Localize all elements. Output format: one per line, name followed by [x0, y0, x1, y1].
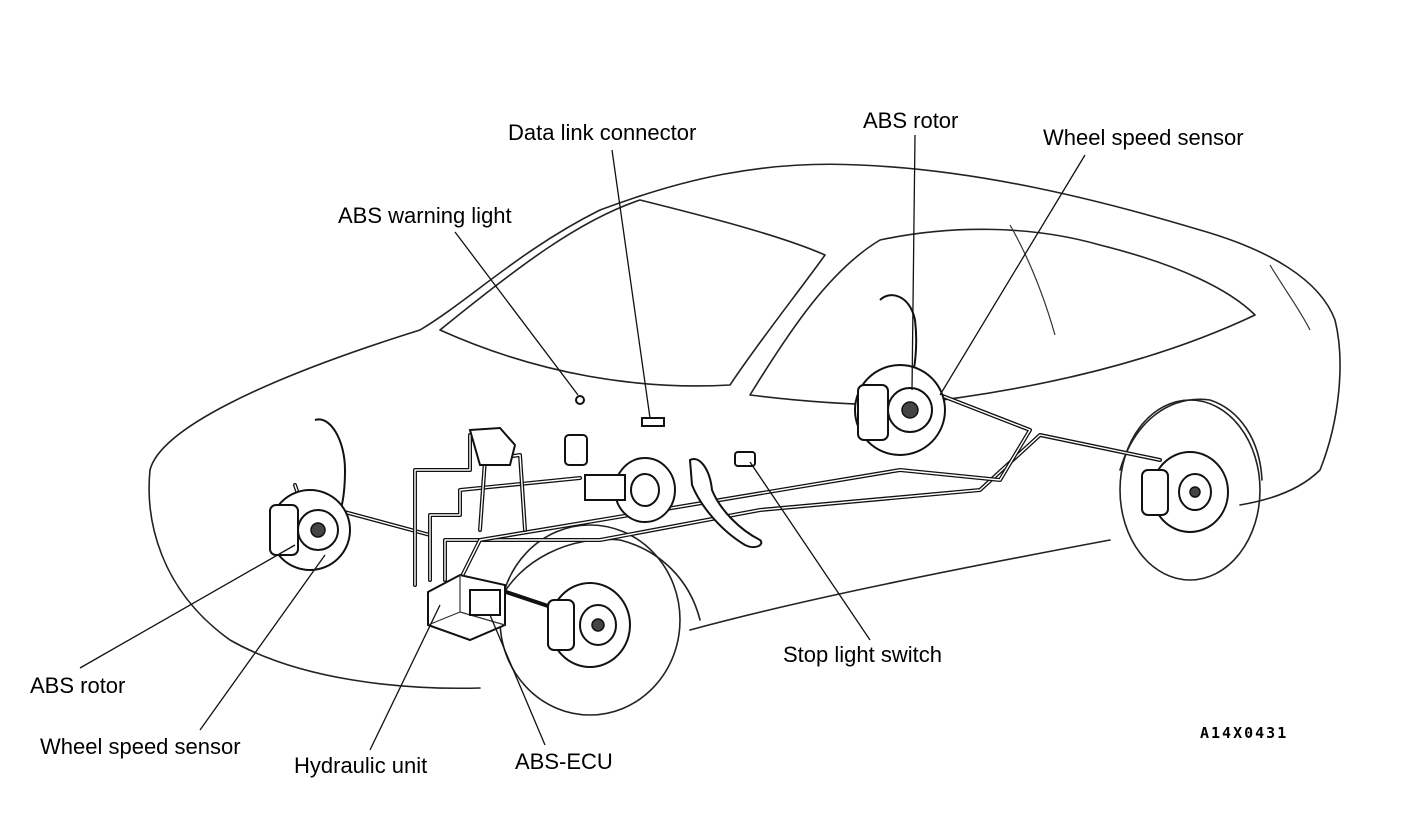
- rear-right-brake-assembly: [854, 294, 946, 456]
- label-data-link-connector: Data link connector: [508, 120, 697, 145]
- label-stop-light-switch: Stop light switch: [783, 642, 942, 667]
- brake-pedal: [688, 458, 763, 549]
- label-wheel-speed-sensor-front: Wheel speed sensor: [40, 734, 241, 759]
- leader-lines: [79, 134, 1086, 751]
- label-abs-ecu: ABS-ECU: [515, 749, 613, 774]
- car-body: [148, 163, 1341, 716]
- label-abs-rotor-rear: ABS rotor: [863, 108, 959, 133]
- label-abs-rotor-front: ABS rotor: [30, 673, 126, 698]
- brake-lines: [293, 393, 1162, 612]
- front-left-brake-assembly: [269, 418, 351, 571]
- label-abs-warning-light: ABS warning light: [338, 203, 512, 228]
- front-right-brake-disc: [547, 582, 631, 668]
- figure-code: A14X0431: [1200, 724, 1289, 742]
- hydraulic-unit-and-ecu: [427, 573, 506, 642]
- rear-left-brake-disc: [1141, 451, 1229, 533]
- label-wheel-speed-sensor-rear: Wheel speed sensor: [1043, 125, 1244, 150]
- label-hydraulic-unit: Hydraulic unit: [294, 753, 428, 778]
- master-cylinder-booster: [468, 426, 676, 523]
- data-link-connector-part: [641, 417, 665, 427]
- abs-warning-light-part: [575, 395, 585, 405]
